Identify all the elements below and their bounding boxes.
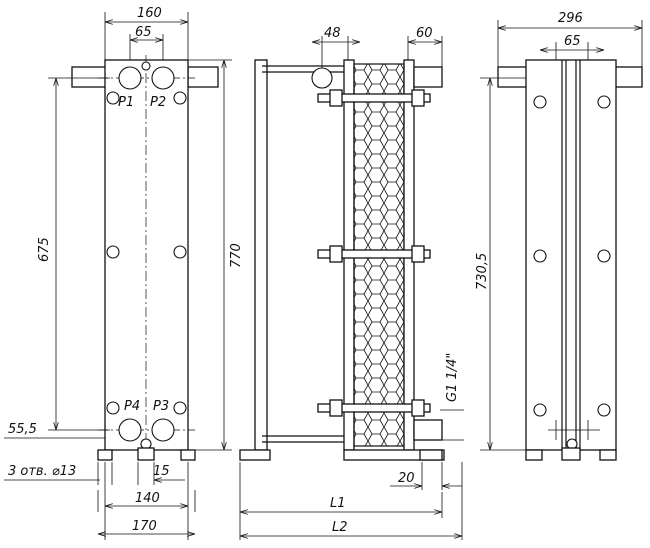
side-view: 48 60 G1 1/4" — [239, 26, 464, 540]
bolt-icon — [106, 245, 120, 259]
dim-15: 15 — [153, 464, 170, 479]
dim-296: 296 — [558, 11, 583, 26]
dim-holes: 3 отв. ⌀13 — [8, 464, 76, 479]
bolt-icon — [597, 95, 611, 109]
dim-l1: L1 — [330, 496, 346, 511]
dim-20: 20 — [398, 471, 415, 486]
front-view: 160 65 P1 P2 P4 P3 — [4, 6, 244, 540]
dim-l2: L2 — [332, 520, 348, 535]
port-p2 — [151, 66, 175, 90]
dim-730-5: 730,5 — [475, 253, 490, 290]
dim-65-right: 65 — [564, 34, 581, 49]
dim-675: 675 — [37, 237, 52, 262]
right-view: 296 65 730,5 — [475, 11, 643, 461]
tie-bolt — [317, 249, 431, 259]
fixed-frame — [254, 59, 268, 451]
dim-48: 48 — [324, 26, 341, 41]
tie-bolt — [317, 403, 431, 413]
dim-55-5: 55,5 — [8, 422, 37, 437]
label-p2: P2 — [150, 95, 166, 110]
tie-bolt — [317, 93, 431, 103]
bolt-icon — [106, 91, 120, 105]
bolt-icon — [533, 95, 547, 109]
dim-60: 60 — [416, 26, 433, 41]
nozzle-left — [311, 67, 333, 89]
bolt-icon — [533, 249, 547, 263]
dim-770: 770 — [229, 243, 244, 268]
dim-65-front: 65 — [135, 25, 152, 40]
bolt-icon — [173, 91, 187, 105]
bolt-icon — [173, 245, 187, 259]
dim-170: 170 — [132, 519, 157, 534]
dim-160: 160 — [137, 6, 162, 21]
label-p1: P1 — [118, 95, 134, 110]
right-nozzle — [187, 66, 219, 88]
bolt-icon — [533, 403, 547, 417]
thread-size: G1 1/4" — [445, 353, 460, 402]
bolt-icon — [597, 403, 611, 417]
dim-140: 140 — [135, 491, 160, 506]
label-p3: P3 — [153, 399, 169, 414]
left-nozzle — [71, 66, 107, 88]
bolt-icon — [597, 249, 611, 263]
port-p1 — [118, 66, 142, 90]
port-p3 — [151, 418, 175, 442]
bolt-icon — [173, 401, 187, 415]
bolt-icon — [106, 401, 120, 415]
label-p4: P4 — [124, 399, 140, 414]
port-p4 — [118, 418, 142, 442]
